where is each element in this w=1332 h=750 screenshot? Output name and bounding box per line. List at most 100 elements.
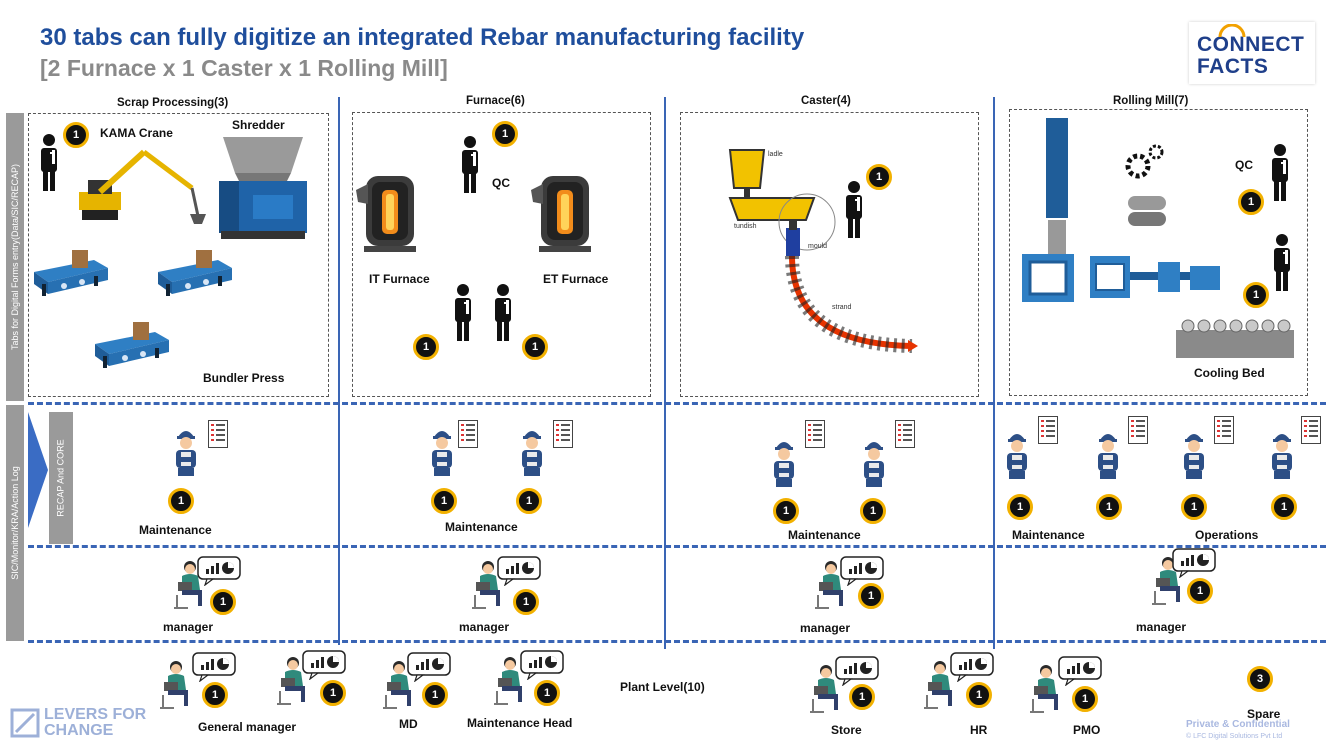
baler-icon xyxy=(158,250,232,296)
maintenance-label: Maintenance xyxy=(788,528,861,542)
badge: 1 xyxy=(1096,494,1122,520)
chart-bubble-icon xyxy=(302,650,346,680)
section-label-caster: Caster(4) xyxy=(801,95,851,107)
manager-label: manager xyxy=(163,620,214,634)
worker-icon xyxy=(1272,434,1292,479)
badge: 1 xyxy=(202,682,228,708)
maintenance-label: Maintenance xyxy=(1012,528,1085,542)
divider-2 xyxy=(664,97,666,649)
checklist-icon xyxy=(1301,416,1321,444)
chart-bubble-icon xyxy=(840,556,884,586)
md-label: MD xyxy=(399,717,418,731)
et-furnace-icon xyxy=(531,176,591,252)
spare-label: Spare xyxy=(1247,707,1281,721)
kama-crane-label: KAMA Crane xyxy=(100,126,173,140)
recap-band-label: RECAP And CORE xyxy=(56,439,66,517)
operations-label: Operations xyxy=(1195,528,1259,542)
row-divider-3 xyxy=(28,640,1326,643)
checklist-icon xyxy=(805,420,825,448)
worker-icon xyxy=(176,431,196,476)
worker-icon xyxy=(1098,434,1118,479)
tundish-label: tundish xyxy=(734,223,757,230)
shredder-label: Shredder xyxy=(232,118,285,132)
badge: 1 xyxy=(492,121,518,147)
person-icon xyxy=(455,284,471,341)
worker-icon xyxy=(522,431,542,476)
et-furnace-label: ET Furnace xyxy=(543,272,609,286)
badge: 1 xyxy=(516,488,542,514)
manager-desk-icon xyxy=(160,661,188,709)
badge: 1 xyxy=(1181,494,1207,520)
badge: 1 xyxy=(1271,494,1297,520)
side-band-bottom: SIC/Monitor/KRA/Action Log xyxy=(6,405,24,641)
checklist-icon xyxy=(895,420,915,448)
chart-bubble-icon xyxy=(407,652,451,682)
bundler-press-label: Bundler Press xyxy=(203,371,285,385)
chart-bubble-icon xyxy=(497,556,541,586)
cooling-bed-icon xyxy=(1176,319,1294,358)
maintenance-head-label: Maintenance Head xyxy=(467,716,573,730)
levers-logo-icon xyxy=(10,708,40,738)
caster-diagram-icon: ladle tundish mould strand xyxy=(728,149,918,353)
manager-label: manager xyxy=(459,620,510,634)
person-icon xyxy=(846,181,862,238)
badge: 1 xyxy=(422,682,448,708)
badge: 1 xyxy=(1072,686,1098,712)
shredder-icon xyxy=(219,137,307,239)
crane-icon xyxy=(79,149,206,224)
badge: 1 xyxy=(210,589,236,615)
baler-icon xyxy=(95,322,169,368)
plant-level-label: Plant Level(10) xyxy=(620,680,705,694)
badge: 1 xyxy=(860,498,886,524)
chart-bubble-icon xyxy=(950,652,994,682)
badge: 1 xyxy=(168,488,194,514)
it-furnace-label: IT Furnace xyxy=(369,272,430,286)
badge: 1 xyxy=(1007,494,1033,520)
page-title: 30 tabs can fully digitize an integrated… xyxy=(40,24,805,51)
chart-bubble-icon xyxy=(835,656,879,686)
page-subtitle: [2 Furnace x 1 Caster x 1 Rolling Mill] xyxy=(40,55,448,81)
logo-arc-icon xyxy=(1218,24,1246,38)
rollers-icon xyxy=(1128,196,1166,226)
row-divider-1 xyxy=(28,402,1326,405)
strand-label: strand xyxy=(832,304,852,311)
person-icon xyxy=(1274,234,1290,291)
levers-text-line2: CHANGE xyxy=(44,722,114,739)
badge: 1 xyxy=(431,488,457,514)
divider-3 xyxy=(993,97,995,649)
divider-1 xyxy=(338,97,340,645)
gears-icon xyxy=(1125,144,1164,179)
chart-bubble-icon xyxy=(1058,656,1102,686)
cooling-bed-label: Cooling Bed xyxy=(1194,366,1265,380)
badge: 1 xyxy=(966,682,992,708)
store-label: Store xyxy=(831,723,862,737)
badge: 1 xyxy=(1238,189,1264,215)
side-band-top: Tabs for Digital Forms entry(Data/SIC/RE… xyxy=(6,113,24,401)
scrap-box xyxy=(28,113,329,397)
worker-icon xyxy=(432,431,452,476)
person-icon xyxy=(41,134,57,191)
logo-line1: CONNECT xyxy=(1197,33,1305,56)
badge-spare: 3 xyxy=(1247,666,1273,692)
row-divider-2 xyxy=(28,545,1326,548)
recap-band: RECAP And CORE xyxy=(49,412,73,544)
manager-label: manager xyxy=(800,621,851,635)
hr-label: HR xyxy=(970,723,988,737)
qc-rolling-label: QC xyxy=(1235,158,1253,172)
rolling-box xyxy=(1009,109,1308,396)
checklist-icon xyxy=(458,420,478,448)
badge: 1 xyxy=(773,498,799,524)
confidential-label: Private & Confidential xyxy=(1186,719,1290,730)
connect-facts-logo: CONNECT FACTS xyxy=(1189,22,1315,84)
maintenance-label: Maintenance xyxy=(139,523,212,537)
pmo-label: PMO xyxy=(1073,723,1101,737)
chart-bubble-icon xyxy=(192,652,236,682)
side-band-top-label: Tabs for Digital Forms entry(Data/SIC/RE… xyxy=(10,163,21,351)
badge: 1 xyxy=(534,680,560,706)
arrow-right-icon xyxy=(28,412,48,528)
badge: 1 xyxy=(320,680,346,706)
caster-box xyxy=(680,112,979,397)
checklist-icon xyxy=(1214,416,1234,444)
section-label-furnace: Furnace(6) xyxy=(466,95,525,107)
checklist-icon xyxy=(1038,416,1058,444)
